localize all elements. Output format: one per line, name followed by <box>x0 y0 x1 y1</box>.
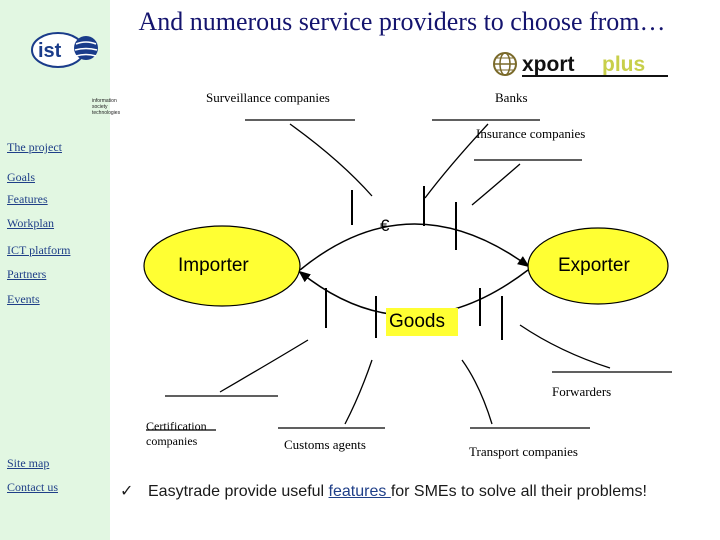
nav-link-goals[interactable]: Goals <box>7 170 35 184</box>
nav-link-site-map[interactable]: Site map <box>7 456 50 470</box>
importer-label: Importer <box>178 255 249 276</box>
transport-connector <box>461 359 493 425</box>
globe-icon <box>493 52 517 76</box>
goods-label: Goods <box>389 311 445 332</box>
brand-prefix: xport <box>522 53 575 76</box>
exporter-label: Exporter <box>558 255 630 276</box>
check-icon: ✓ <box>120 483 134 500</box>
certification-connector <box>219 339 309 393</box>
nav-link-contact-us[interactable]: Contact us <box>7 480 58 494</box>
money-flow-arrow <box>299 223 530 271</box>
nav-link-features[interactable]: Features <box>7 192 48 206</box>
exporter-node <box>527 227 669 305</box>
forwarders-connector <box>519 324 611 369</box>
insurance-connector <box>471 163 521 206</box>
ist-logo-icon: ist <box>31 32 98 68</box>
features-link[interactable]: features <box>328 483 391 500</box>
bullet-text: Easytrade provide useful features for SM… <box>148 482 668 502</box>
transport-companies-label: Transport companies <box>469 444 578 459</box>
certification-label-line1: Certification <box>146 419 207 433</box>
ist-logo: ist information society technologies <box>30 30 120 116</box>
certification-label-line2: companies <box>146 434 198 448</box>
nav-link-ict-platform[interactable]: ICT platform <box>7 243 71 257</box>
banks-label: Banks <box>495 90 528 105</box>
bullet-text-after: for SMEs to solve all their problems! <box>390 483 647 500</box>
customs-agents-label: Customs agents <box>284 437 366 452</box>
surveillance-companies-label: Surveillance companies <box>206 90 330 105</box>
nav-link-events[interactable]: Events <box>7 292 40 306</box>
nav-link-workplan[interactable]: Workplan <box>7 216 55 230</box>
nav-link-the-project[interactable]: The project <box>7 140 62 154</box>
insurance-companies-label: Insurance companies <box>476 126 586 141</box>
provider-bars <box>325 186 503 340</box>
sidebar: ist information society technologies The… <box>0 0 120 540</box>
importer-node <box>143 225 301 307</box>
xportplus-logo-graphic: xport plus <box>493 52 668 77</box>
forwarders-label: Forwarders <box>552 384 612 399</box>
surveillance-connector <box>289 123 373 197</box>
banks-connector <box>424 123 489 199</box>
customs-connector <box>344 359 373 425</box>
logo-subtitle: information society technologies <box>92 98 121 116</box>
xportplus-logo: xport plus <box>492 50 672 85</box>
logo-text: ist <box>38 40 62 62</box>
goods-box <box>386 308 458 336</box>
bullet-text-before: Easytrade provide useful <box>148 483 329 500</box>
euro-symbol: € <box>380 216 390 235</box>
connector-lines <box>146 119 672 431</box>
nav-link-partners[interactable]: Partners <box>7 267 47 281</box>
slide-title: And numerous service providers to choose… <box>138 7 666 36</box>
brand-suffix: plus <box>602 53 645 76</box>
